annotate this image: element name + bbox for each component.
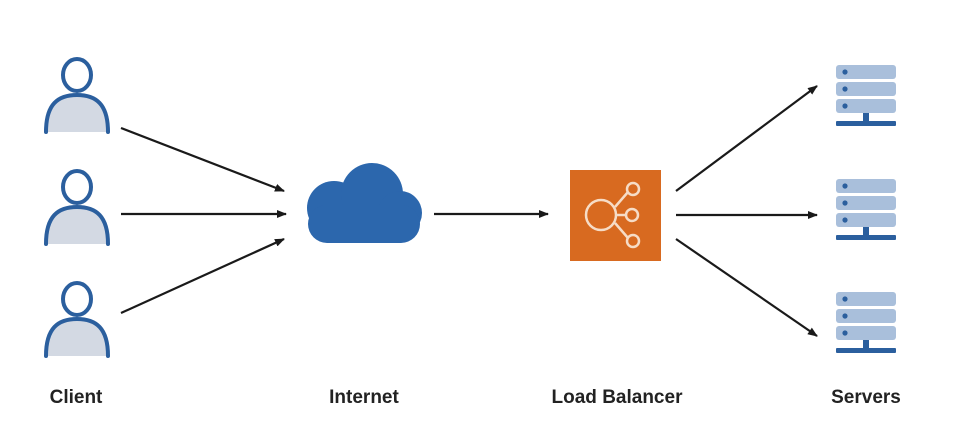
- server-icon-2: [836, 179, 896, 240]
- server-icon-3: [836, 292, 896, 353]
- internet-label: Internet: [329, 387, 399, 408]
- load-balancer-icon: [570, 170, 661, 261]
- load-balancer-label: Load Balancer: [552, 387, 684, 408]
- arrow-client1-to-internet: [120, 126, 285, 193]
- arrow-load-balancer-to-server1: [675, 85, 818, 192]
- server-icon-1: [836, 65, 896, 126]
- client-user-icon-2: [44, 169, 110, 246]
- client-label: Client: [50, 387, 103, 408]
- client-user-icon-1: [44, 57, 110, 134]
- arrow-client3-to-internet: [120, 237, 285, 315]
- arrow-load-balancer-to-server3: [675, 238, 818, 337]
- cloud-icon: [307, 163, 422, 243]
- servers-label: Servers: [831, 387, 901, 408]
- client-user-icon-3: [44, 281, 110, 358]
